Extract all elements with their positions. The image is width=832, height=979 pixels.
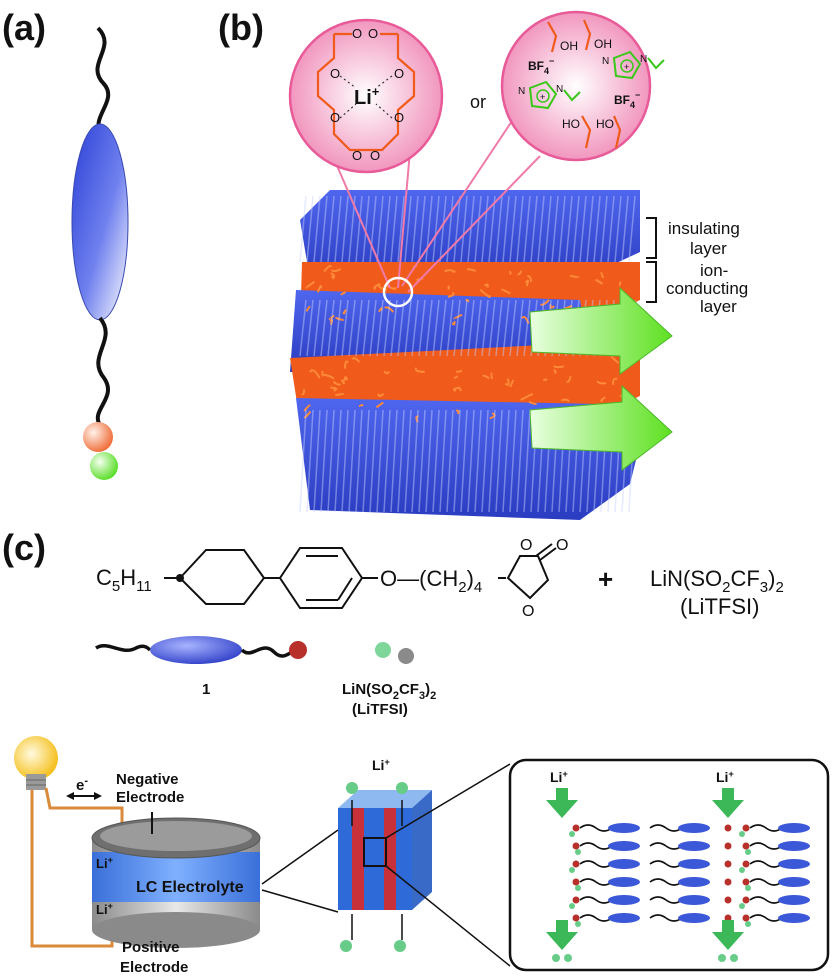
electron-label: e- — [76, 775, 88, 794]
crown-o6: O — [394, 110, 404, 125]
panel-label-b: (b) — [218, 7, 264, 48]
salt-formula: LiN(SO2CF3)2 — [650, 566, 784, 596]
diol-oh1: OH — [560, 39, 578, 53]
detail-mesogen — [649, 841, 732, 851]
layer-brackets — [646, 217, 657, 303]
insulating-label-line1: insulating — [668, 219, 740, 238]
detail-mesogen — [742, 913, 810, 923]
crown-o3: O — [330, 66, 340, 81]
ion-ball — [90, 452, 118, 480]
battery-cylinder — [91, 812, 261, 948]
conducting-label-line2: conducting — [666, 279, 748, 298]
crown-o4: O — [394, 66, 404, 81]
zoom-lines-detail — [385, 763, 511, 967]
detail-li-right: Li+ — [716, 769, 734, 785]
diol-oh2: OH — [594, 37, 612, 51]
bf4-anion-1: BF4− — [528, 56, 554, 76]
detail-mesogen — [742, 841, 810, 851]
zoom-lines-cube — [261, 829, 339, 913]
im1-n1: N — [602, 56, 609, 67]
detail-mesogen — [572, 895, 640, 905]
conducting-label-line1: ion- — [700, 261, 728, 280]
plus-sign: + — [598, 564, 613, 594]
alkyl-chain-label: C5H11 — [96, 565, 152, 595]
detail-li-left: Li+ — [550, 769, 568, 785]
battery-li-upper: Li+ — [96, 855, 113, 871]
light-bulb — [14, 736, 58, 790]
tfsi-anion-ball — [398, 648, 414, 664]
crown-li-ion: Li+ — [354, 84, 380, 109]
head-group-ball — [83, 422, 113, 452]
detail-mesogen — [572, 877, 640, 887]
detail-mesogen — [649, 877, 732, 887]
negative-electrode-line1: Negative — [116, 771, 179, 788]
ionic-liquid-bubble: OH OH HO HO + N N + N N BF4− BF4− — [500, 10, 665, 162]
detail-mesogen — [649, 823, 732, 833]
detail-mesogen — [572, 859, 640, 869]
compound-structure: C5H11 O—(CH2)4 O O O — [96, 537, 568, 620]
ring-oxygen-top: O — [520, 537, 532, 554]
detail-box — [508, 758, 830, 972]
molecule-model-a — [71, 26, 129, 480]
crown-o2: O — [368, 26, 378, 41]
legend-molecule — [95, 636, 307, 664]
ion-flow-arrow-lower — [529, 384, 673, 472]
negative-electrode-line2: Electrode — [116, 789, 184, 806]
linker-label: O—(CH2)4 — [380, 566, 482, 596]
legend-salt-abbreviation: (LiTFSI) — [352, 701, 408, 718]
insulating-label-line2: layer — [690, 239, 727, 258]
lc-electrolyte-label: LC Electrolyte — [136, 879, 244, 896]
crown-o1: O — [352, 26, 362, 41]
crown-o8: O — [370, 148, 380, 163]
im2-n1: N — [518, 86, 525, 97]
detail-arrow-out-right — [712, 920, 744, 950]
ring-oxygen-bottom: O — [522, 603, 534, 620]
panel-label-a: (a) — [2, 7, 46, 48]
detail-mesogen — [742, 823, 810, 833]
battery-li-lower: Li+ — [96, 901, 113, 917]
lamellar-stack — [290, 190, 640, 520]
electrolyte-cube — [338, 790, 432, 940]
panel-label-c: (c) — [2, 527, 46, 568]
salt-abbreviation: (LiTFSI) — [680, 594, 759, 619]
lithium-ion-ball — [375, 642, 391, 658]
cube-li-label: Li+ — [372, 757, 390, 773]
carbonyl-oxygen: O — [556, 537, 568, 554]
detail-mesogen — [742, 895, 810, 905]
detail-mesogen — [742, 859, 810, 869]
im1-plus: + — [624, 62, 629, 72]
im2-plus: + — [540, 92, 545, 102]
detail-mesogen — [572, 841, 640, 851]
detail-mesogen — [649, 859, 732, 869]
diol-ho1: HO — [562, 117, 580, 131]
detail-arrow-out-left — [546, 920, 578, 950]
crown-o7: O — [352, 148, 362, 163]
bf4-anion-2: BF4− — [614, 90, 640, 110]
im2-n2: N — [556, 84, 563, 95]
detail-mesogen — [649, 895, 732, 905]
detail-mesogen — [742, 877, 810, 887]
ion-flow-arrow-upper — [529, 286, 673, 375]
or-label: or — [470, 92, 486, 112]
legend-salt-formula: LiN(SO2CF3)2 — [342, 681, 436, 702]
im1-n2: N — [640, 54, 647, 65]
detail-mesogen — [572, 823, 640, 833]
detail-arrow-in-left — [546, 788, 578, 818]
conducting-label-line3: layer — [700, 297, 737, 316]
crown-o5: O — [330, 110, 340, 125]
positive-electrode-line1: Positive — [122, 939, 180, 956]
detail-mesogen — [572, 913, 640, 923]
positive-electrode-line2: Electrode — [120, 959, 188, 976]
compound-number: 1 — [202, 681, 210, 698]
crown-ether-bubble: O O O O O O O O Li+ — [288, 18, 444, 174]
detail-arrow-in-right — [712, 788, 744, 818]
diol-ho2: HO — [596, 117, 614, 131]
detail-mesogen — [649, 913, 732, 923]
